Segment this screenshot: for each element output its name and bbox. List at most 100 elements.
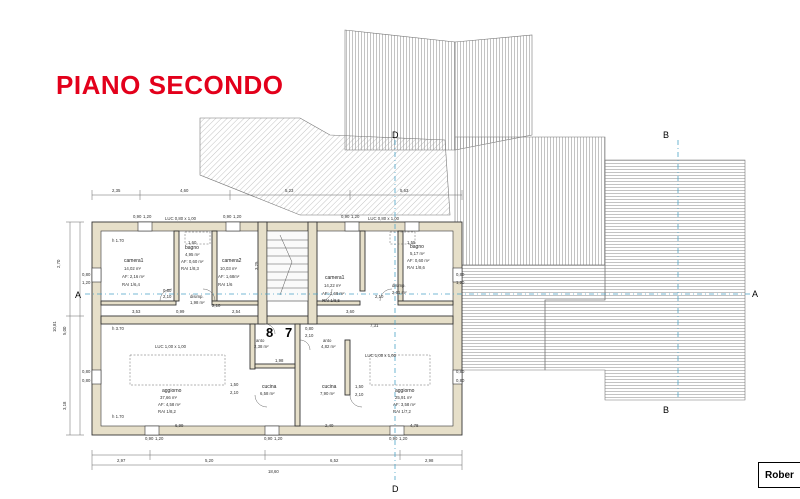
room-rai: RAI 1/8,2: [158, 409, 177, 414]
opening-label: 1,50: [230, 382, 239, 387]
dimension-label: 2,40: [325, 423, 334, 428]
dimension-label: 6,99: [175, 423, 184, 428]
dimension-label: 10,81: [52, 321, 57, 332]
dimension-label: 7,31: [370, 323, 379, 328]
opening-label: 1,20: [399, 436, 408, 441]
dimension-total: 18,60: [268, 469, 279, 474]
dimension-label: 1,98: [275, 358, 284, 363]
room-rai: RAI 1/6,4: [122, 282, 141, 287]
dimension-label: 1,55: [407, 240, 416, 245]
section-d-top: D: [392, 130, 399, 140]
opening-label: 0,80: [163, 288, 172, 293]
opening-label: 0,90: [389, 436, 398, 441]
dimension-label: 5,20: [205, 458, 214, 463]
dimension-label: 5,63: [400, 188, 409, 193]
room-area: 6,58 m²: [260, 391, 275, 396]
opening-label: 0,80: [456, 272, 465, 277]
dimension-label: 0,99: [176, 309, 185, 314]
room-area: 14,22 m²: [324, 283, 342, 288]
room-rai: RAI 1/8,6: [407, 265, 426, 270]
opening-label: 0,80: [456, 369, 465, 374]
room-af: AF: 2,16 m²: [122, 274, 145, 279]
room-area: 2,38 m²: [254, 344, 269, 349]
height-label: h 1.70: [112, 238, 125, 243]
opening-label: 0,90: [133, 214, 142, 219]
skylights: [129, 231, 431, 386]
dimension-lines: [66, 190, 463, 470]
section-lines: [85, 140, 750, 480]
room-area: 4,82 m²: [321, 344, 336, 349]
page-title: PIANO SECONDO: [56, 70, 284, 100]
dimension-label: 3,18: [62, 401, 67, 410]
room-af: AF: 0,60 m²: [181, 259, 204, 264]
dimension-label: 3,53: [132, 309, 141, 314]
room-rai: RAI 1/8,5: [322, 298, 341, 303]
dimension-label: 4,78: [410, 423, 419, 428]
opening-label: 1,20: [351, 214, 360, 219]
room-rai: RAI 1/7,2: [393, 409, 412, 414]
skylight-label: LUC 0,80 x 1,00: [165, 216, 197, 221]
room-name: camera1: [325, 275, 345, 281]
room-name: bagno: [410, 244, 424, 250]
skylight-label: LUC 1,00 x 1,00: [365, 353, 397, 358]
room-af: AF: 4,58 m²: [158, 402, 181, 407]
section-d-bottom: D: [392, 484, 399, 494]
room-name: disimp.: [392, 283, 406, 288]
dimension-label: 2,35: [112, 188, 121, 193]
dimension-label: 5,00: [62, 326, 67, 335]
room-rai: RAI 1/8,3: [181, 266, 200, 271]
credit-label: Rober: [758, 462, 800, 488]
room-area: 1,98 m²: [190, 300, 205, 305]
opening-label: 2,10: [355, 392, 364, 397]
opening-label: 0,80: [82, 272, 91, 277]
room-area: 4,95 m²: [185, 252, 200, 257]
room-name: camera2: [222, 258, 242, 264]
dimension-label: 4,60: [180, 188, 189, 193]
section-b-top: B: [663, 130, 669, 140]
room-af: AF: 1,68 m²: [322, 291, 345, 296]
room-name: camera1: [124, 258, 144, 264]
room-name: aggiorno: [395, 388, 415, 394]
opening-label: 1,20: [274, 436, 283, 441]
room-name: cucina: [262, 384, 277, 390]
opening-label: 0,80: [305, 326, 314, 331]
dimension-label: 6,52: [330, 458, 339, 463]
opening-label: 2,10: [212, 303, 221, 308]
unit-number-8: 8: [266, 325, 273, 340]
windows: [91, 221, 463, 436]
room-area: 37,66 m²: [160, 395, 178, 400]
section-a-left: A: [75, 290, 81, 300]
dimension-label: 2,98: [425, 458, 434, 463]
height-label: h 1.70: [112, 414, 125, 419]
opening-label: 2,10: [305, 333, 314, 338]
section-a-right: A: [752, 289, 758, 299]
door-swings: [159, 288, 393, 408]
unit-number-7: 7: [285, 325, 292, 340]
room-area: 5,17 m²: [410, 251, 425, 256]
room-name: aggiorno: [162, 388, 182, 394]
room-area: 2,61 m²: [392, 290, 407, 295]
opening-label: 0,80: [82, 378, 91, 383]
room-af: AF: 3,58 m²: [393, 402, 416, 407]
opening-label: 0,90: [145, 436, 154, 441]
skylight-label: LUC 1,00 x 1,00: [155, 344, 187, 349]
opening-label: 0,80: [82, 369, 91, 374]
opening-label: 2,10: [230, 390, 239, 395]
opening-label: 1,50: [355, 384, 364, 389]
room-area: 10,03 m²: [220, 266, 238, 271]
roof-planes: [199, 29, 746, 401]
room-name: cucina: [322, 384, 337, 390]
room-name: bagno: [185, 245, 199, 251]
room-af: AF: 0,60 m²: [407, 258, 430, 263]
dimension-label: 3,25: [254, 261, 259, 270]
room-area: 25,91 m²: [395, 395, 413, 400]
skylight-label: LUC 0,80 x 1,00: [368, 216, 400, 221]
staircase: [267, 234, 308, 296]
room-area: 14,02 m²: [124, 266, 142, 271]
plan-labels: D D B B A A 8 7 LUC 0,80 x 1,00 LUC 0,80…: [52, 130, 758, 494]
dimension-label: 5,23: [285, 188, 294, 193]
opening-label: 1,20: [233, 214, 242, 219]
opening-label: 2,10: [375, 294, 384, 299]
dimension-label: 1,60: [188, 240, 197, 245]
opening-label: 1,20: [143, 214, 152, 219]
